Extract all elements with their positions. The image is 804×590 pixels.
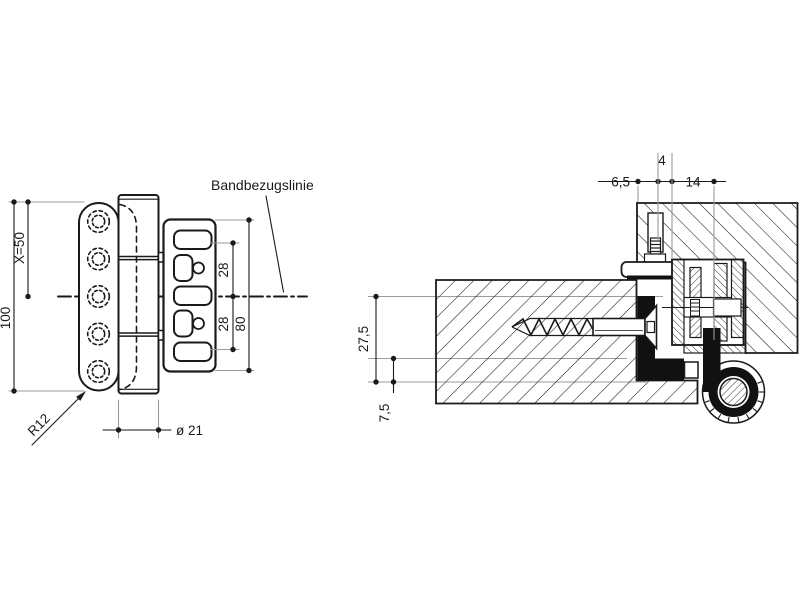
hinge-barrel	[117, 194, 160, 395]
label-6-5: 6,5	[611, 175, 630, 190]
wood-screw	[511, 303, 658, 351]
plate-slot	[173, 229, 213, 250]
label-r12: R12	[25, 411, 53, 439]
front-view: X=50 100 28 28 80 R12	[0, 177, 314, 446]
arrowhead	[76, 391, 86, 401]
adjust-screw	[690, 299, 700, 317]
door-section	[435, 279, 699, 405]
barrel-knuckle-joints	[118, 198, 159, 390]
dim-diameter	[102, 399, 172, 439]
label-bandbezugslinie: Bandbezugslinie	[211, 177, 314, 193]
plate-slot	[173, 309, 194, 338]
dim-left-row	[373, 293, 397, 393]
screw-hole	[86, 284, 111, 309]
label-4: 4	[658, 153, 666, 168]
arm-end-block	[683, 361, 699, 379]
hinge-leaf	[78, 202, 120, 392]
pivot-pin	[719, 377, 748, 407]
plate-hole	[192, 317, 205, 330]
label-diameter-21: ø 21	[176, 423, 203, 438]
plate-slot	[173, 254, 194, 282]
hidden-edge-dashes	[119, 203, 138, 391]
screw-hole	[86, 209, 111, 234]
leader-line	[265, 195, 285, 293]
screw-shank	[592, 317, 646, 337]
label-x50: X=50	[12, 232, 27, 264]
adjust-rod	[712, 298, 742, 317]
dim-left-stack	[8, 199, 85, 394]
label-27-5: 27,5	[356, 326, 371, 352]
label-80: 80	[233, 316, 248, 331]
screw-hole	[86, 247, 111, 271]
screw-head	[644, 303, 658, 351]
screw-holes	[86, 209, 111, 384]
label-7-5: 7,5	[377, 404, 392, 423]
shell-hatch-ticks	[704, 381, 764, 423]
section-view: 6,5 4 14 27,5 7,5	[356, 153, 799, 424]
cap-gasket	[627, 275, 701, 280]
plate-slot	[173, 341, 213, 362]
label-28-lower: 28	[216, 316, 231, 331]
dim-top-row	[598, 153, 726, 340]
box-strip-left	[671, 258, 685, 346]
label-28-upper: 28	[216, 262, 231, 277]
annotation-bandbezugslinie: Bandbezugslinie	[211, 177, 314, 293]
dim-plate-stack	[210, 217, 255, 374]
screw-hole	[86, 322, 111, 346]
label-14: 14	[685, 175, 701, 190]
plate-slot	[173, 285, 213, 306]
plate-cutouts	[173, 229, 213, 362]
plate-hole	[192, 261, 205, 275]
screw-hole	[86, 359, 111, 384]
screw-drive	[646, 320, 656, 334]
screw-thread-outline	[511, 317, 593, 337]
hinge-knuckle	[701, 328, 766, 424]
mechanism-box	[662, 258, 748, 354]
dim-r12: R12	[25, 391, 86, 446]
label-100: 100	[0, 307, 13, 330]
